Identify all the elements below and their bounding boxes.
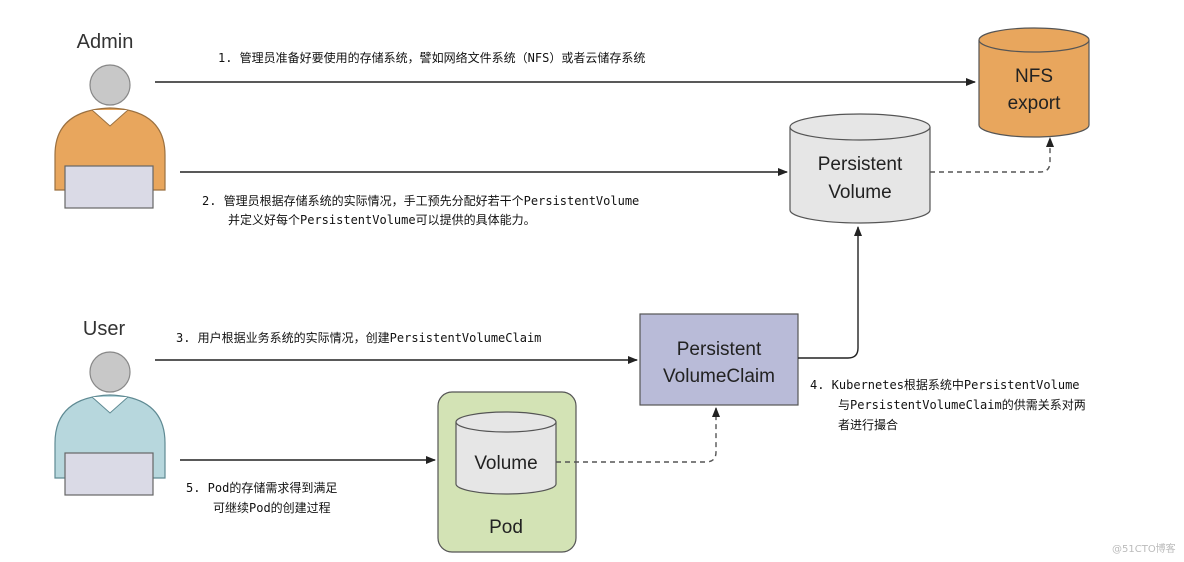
dashed-volume-to-pvc — [556, 407, 720, 463]
admin-actor: Admin — [54, 31, 166, 209]
pvc-label-line2: VolumeClaim — [663, 366, 775, 387]
user-collar-icon — [91, 396, 129, 414]
user-head-icon — [89, 351, 131, 393]
nfs-label-line1: NFS — [1015, 66, 1053, 87]
step2-text-line1: 2. 管理员根据存储系统的实际情况，手工预先分配好若干个PersistentVo… — [202, 193, 639, 208]
nfs-label-line2: export — [1008, 93, 1062, 114]
pv-label-line2: Volume — [828, 182, 891, 203]
persistent-volume-node: Persistent Volume — [789, 113, 931, 224]
step5-text-line2: 可继续Pod的创建过程 — [213, 500, 331, 515]
step3-text: 3. 用户根据业务系统的实际情况，创建PersistentVolumeClaim — [176, 330, 541, 345]
pod-label: Pod — [489, 517, 523, 538]
pv-label-line1: Persistent — [818, 154, 903, 175]
user-laptop-icon — [64, 452, 154, 496]
admin-laptop-icon — [64, 165, 154, 209]
pod-node: Volume Pod — [437, 391, 577, 553]
volume-cylinder — [455, 422, 557, 495]
dashed-pv-to-nfs — [930, 137, 1054, 173]
watermark: @51CTO博客 — [1112, 542, 1176, 555]
user-actor: User — [54, 318, 166, 496]
step1-text: 1. 管理员准备好要使用的存储系统，譬如网络文件系统（NFS）或者云储存系统 — [218, 50, 645, 65]
admin-head-icon — [89, 64, 131, 106]
step4-text-line2: 与PersistentVolumeClaim的供需关系对两 — [838, 397, 1086, 412]
admin-label: Admin — [77, 31, 134, 53]
pvc-label-line1: Persistent — [677, 339, 762, 360]
step4-text-line1: 4. Kubernetes根据系统中PersistentVolume — [810, 377, 1080, 392]
persistent-volume-claim-node: Persistent VolumeClaim — [639, 313, 799, 406]
step5-text-line1: 5. Pod的存储需求得到满足 — [186, 480, 337, 495]
admin-collar-icon — [91, 109, 129, 127]
step2-text-line2: 并定义好每个PersistentVolume可以提供的具体能力。 — [228, 212, 536, 227]
volume-label: Volume — [474, 453, 537, 474]
arrow-pvc-to-pv — [798, 226, 862, 359]
nfs-export-node: NFS export — [978, 27, 1090, 138]
user-label: User — [83, 318, 126, 340]
step4-text-line3: 者进行撮合 — [838, 417, 898, 432]
